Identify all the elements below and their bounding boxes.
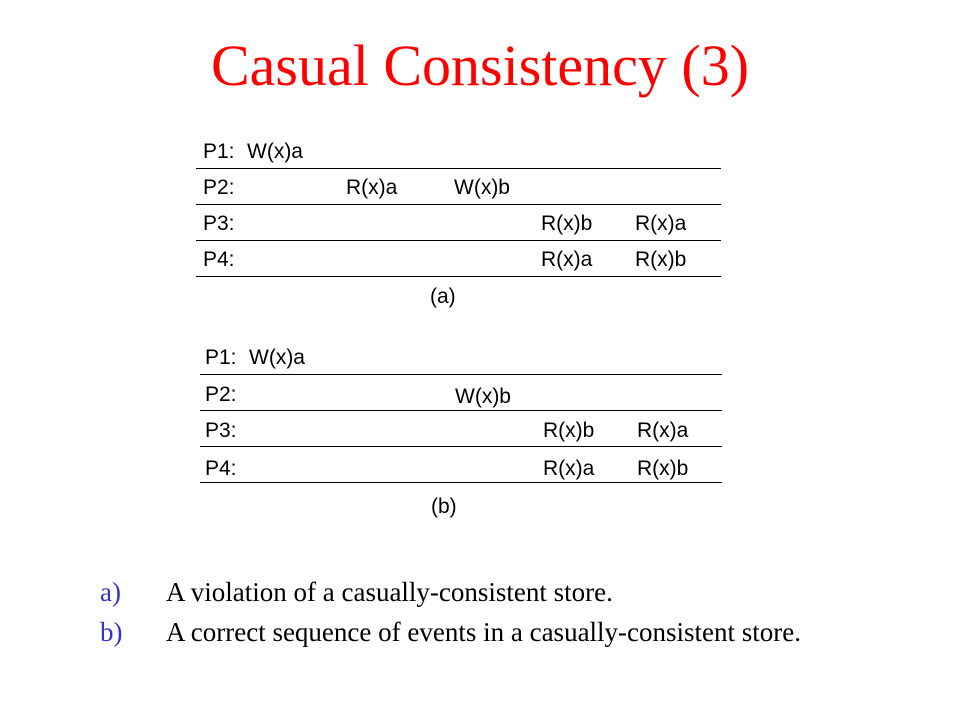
process-label: P3: (203, 212, 235, 235)
event-label: R(x)a (637, 419, 689, 442)
event-label: R(x)b (543, 419, 595, 442)
diagram-caption: (a) (430, 285, 456, 308)
process-label: P4: (203, 248, 235, 271)
event-label: R(x)a (346, 176, 398, 199)
event-label: W(x)a (249, 346, 305, 369)
caption-text: A correct sequence of events in a casual… (166, 617, 802, 647)
event-label: R(x)a (543, 457, 595, 480)
caption-item: b) A correct sequence of events in a cas… (100, 612, 940, 652)
event-label: W(x)a (247, 140, 303, 163)
event-label: R(x)b (637, 457, 689, 480)
event-label: R(x)b (541, 212, 593, 235)
diagram-caption: (b) (431, 495, 457, 518)
caption-item: a) A violation of a casually-consistent … (100, 572, 940, 612)
event-label: R(x)a (635, 212, 687, 235)
process-line (196, 276, 721, 277)
slide-title: Casual Consistency (3) (210, 33, 750, 98)
caption-marker: b) (100, 617, 123, 647)
process-line (196, 240, 721, 241)
process-label: P2: (203, 176, 235, 199)
process-line (196, 204, 721, 205)
caption-list: a) A violation of a casually-consistent … (100, 572, 940, 652)
process-line (200, 482, 722, 483)
caption-text: A violation of a casually-consistent sto… (166, 577, 613, 607)
process-label: P2: (205, 383, 237, 406)
event-label: R(x)a (541, 248, 593, 271)
caption-marker: a) (100, 577, 121, 607)
process-label: P3: (205, 419, 237, 442)
process-label: P4: (205, 457, 237, 480)
process-line (200, 374, 722, 375)
process-label: P1: (205, 346, 237, 369)
process-label: P1: (203, 140, 235, 163)
process-line (200, 410, 722, 411)
process-line (200, 446, 722, 447)
process-line (196, 168, 721, 169)
event-label: W(x)b (454, 176, 510, 199)
event-label: R(x)b (635, 248, 687, 271)
event-label: W(x)b (455, 385, 511, 408)
